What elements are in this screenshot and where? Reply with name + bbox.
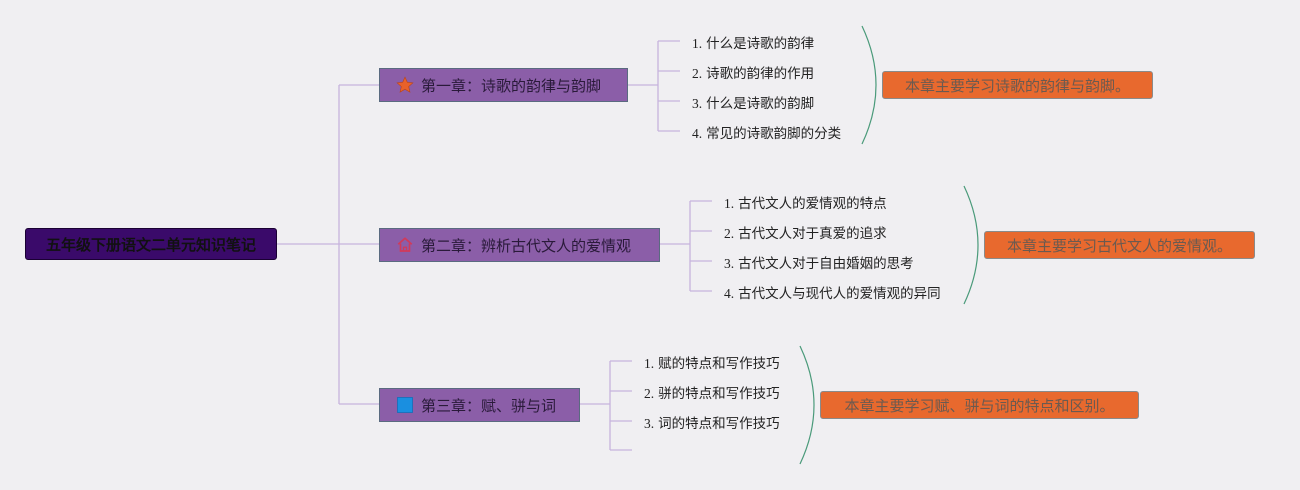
blue-square-icon: [396, 396, 414, 414]
chapter-3-summary[interactable]: 本章主要学习赋、骈与词的特点和区别。: [820, 391, 1139, 419]
topic-number: 2.: [724, 226, 735, 241]
summary-text: 本章主要学习古代文人的爱情观。: [1006, 236, 1232, 255]
topic-text: 骈的特点和写作技巧: [658, 386, 780, 402]
topic-number: 4.: [692, 126, 703, 141]
topic-text: 古代文人对于真爱的追求: [738, 226, 887, 242]
chapter-1-topic-3[interactable]: 3.什么是诗歌的韵脚: [692, 92, 814, 112]
chapter-1-topic-ticks: [658, 40, 680, 132]
topic-number: 1.: [724, 196, 735, 211]
chapter-3-topic-1[interactable]: 1.赋的特点和写作技巧: [644, 352, 780, 372]
topic-text: 什么是诗歌的韵律: [706, 36, 815, 52]
topic-number: 2.: [644, 386, 655, 401]
chapter-2-summary-brace: [963, 185, 979, 305]
chapter-1-label: 第一章：诗歌的韵律与韵脚: [421, 76, 602, 95]
home-icon: [396, 236, 414, 254]
chapter-2-label: 第二章：辨析古代文人的爱情观: [421, 236, 632, 255]
topic-number: 3.: [644, 416, 655, 431]
topic-number: 3.: [692, 96, 703, 111]
star-icon: [396, 76, 414, 94]
topic-number: 3.: [724, 256, 735, 271]
chapter-2-summary[interactable]: 本章主要学习古代文人的爱情观。: [984, 231, 1255, 259]
topic-text: 常见的诗歌韵脚的分类: [706, 126, 842, 142]
topic-number: 1.: [644, 356, 655, 371]
chapter-3-summary-brace: [799, 345, 815, 465]
chapter-3-topic-3[interactable]: 3.词的特点和写作技巧: [644, 412, 780, 432]
chapter-node-2[interactable]: 第二章：辨析古代文人的爱情观: [379, 228, 660, 262]
chapter-2-topic-4[interactable]: 4.古代文人与现代人的爱情观的异同: [724, 282, 941, 302]
chapter-2-topic-1[interactable]: 1.古代文人的爱情观的特点: [724, 192, 887, 212]
root-node[interactable]: 五年级下册语文二单元知识笔记: [25, 228, 277, 260]
summary-text: 本章主要学习诗歌的韵律与韵脚。: [904, 76, 1130, 95]
chapter-node-1[interactable]: 第一章：诗歌的韵律与韵脚: [379, 68, 628, 102]
topic-number: 2.: [692, 66, 703, 81]
chapter-3-topic-ticks: [610, 360, 632, 451]
topic-text: 古代文人与现代人的爱情观的异同: [738, 286, 941, 302]
topic-number: 4.: [724, 286, 735, 301]
chapter-1-topic-4[interactable]: 4.常见的诗歌韵脚的分类: [692, 122, 841, 142]
topic-text: 什么是诗歌的韵脚: [706, 96, 815, 112]
chapter-2-topic-2[interactable]: 2.古代文人对于真爱的追求: [724, 222, 887, 242]
chapter-node-3[interactable]: 第三章：赋、骈与词: [379, 388, 580, 422]
root-label: 五年级下册语文二单元知识笔记: [45, 235, 256, 254]
chapter-1-summary-brace: [861, 25, 877, 145]
chapter-2-topic-ticks: [690, 200, 712, 292]
topic-text: 词的特点和写作技巧: [658, 416, 780, 432]
chapter-3-topic-2[interactable]: 2.骈的特点和写作技巧: [644, 382, 780, 402]
chapter-1-topic-1[interactable]: 1.什么是诗歌的韵律: [692, 32, 814, 52]
summary-text: 本章主要学习赋、骈与词的特点和区别。: [844, 396, 1115, 415]
chapter-1-topic-2[interactable]: 2.诗歌的韵律的作用: [692, 62, 814, 82]
topic-text: 诗歌的韵律的作用: [706, 66, 815, 82]
topic-text: 古代文人的爱情观的特点: [738, 196, 887, 212]
topic-text: 赋的特点和写作技巧: [658, 356, 780, 372]
chapter-2-topic-3[interactable]: 3.古代文人对于自由婚姻的思考: [724, 252, 914, 272]
topic-number: 1.: [692, 36, 703, 51]
chapter-1-summary[interactable]: 本章主要学习诗歌的韵律与韵脚。: [882, 71, 1153, 99]
topic-text: 古代文人对于自由婚姻的思考: [738, 256, 914, 272]
chapter-3-label: 第三章：赋、骈与词: [421, 396, 557, 415]
